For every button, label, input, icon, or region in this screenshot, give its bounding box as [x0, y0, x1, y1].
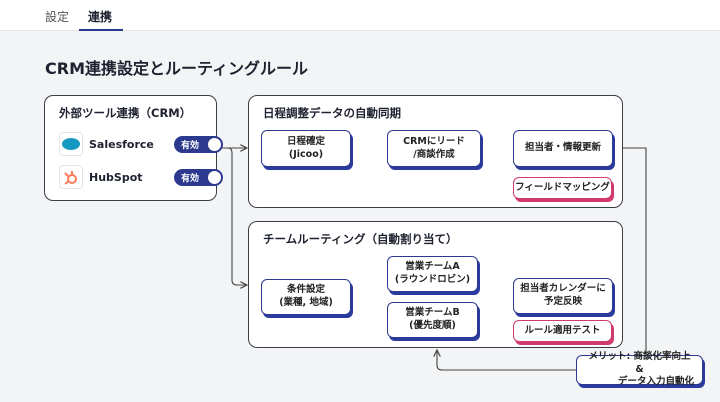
panel-title: 外部ツール連携（CRM） — [59, 106, 192, 120]
integration-salesforce: Salesforce 有効 — [59, 132, 223, 156]
salesforce-logo-icon — [59, 132, 83, 156]
integration-hubspot: HubSpot 有効 — [59, 165, 223, 189]
merit-line1: メリット: 商談化率向上 & — [588, 350, 691, 375]
node-schedule-confirmed[interactable]: 日程確定(Jicoo) — [261, 130, 351, 167]
page-title: CRM連携設定とルーティングルール — [45, 59, 309, 78]
node-sublabel: (優先度順) — [409, 320, 456, 331]
node-sublabel: (ラウンドロビン) — [394, 274, 471, 285]
panel-title: チームルーティング（自動割り当て） — [263, 232, 458, 246]
tab-settings[interactable]: 設定 — [45, 10, 70, 24]
node-label: 営業チームB — [405, 307, 460, 319]
tab-bar: 設定 連携 — [0, 0, 720, 31]
node-sublabel: 予定反映 — [543, 296, 582, 307]
node-label: 日程確定 — [286, 135, 325, 147]
toggle-label: 有効 — [181, 140, 200, 151]
node-label: 担当者・情報更新 — [524, 142, 601, 154]
node-conditions[interactable]: 条件設定(業種, 地域) — [261, 279, 351, 315]
panel-title: 日程調整データの自動同期 — [263, 106, 401, 120]
toggle-knob — [208, 170, 221, 184]
node-sublabel: (業種, 地域) — [279, 297, 333, 308]
node-label: 担当者カレンダーに — [520, 283, 606, 295]
toggle-label: 有効 — [181, 173, 200, 184]
active-tab-indicator — [79, 29, 123, 31]
hubspot-logo-icon — [59, 165, 83, 189]
tab-integration[interactable]: 連携 — [88, 10, 113, 24]
arrow-crm-to-routing — [227, 147, 247, 285]
merit-box: メリット: 商談化率向上 &データ入力自動化 — [576, 351, 703, 387]
node-label: CRMにリード — [403, 135, 465, 147]
node-owner-update[interactable]: 担当者・情報更新 — [513, 130, 613, 167]
node-crm-lead[interactable]: CRMにリード/商談作成 — [387, 130, 481, 167]
crm-integration-panel: 外部ツール連携（CRM） Salesforce 有効 HubSpot 有効 — [44, 95, 223, 201]
toggle-knob — [208, 137, 221, 151]
node-sublabel: /商談作成 — [413, 148, 455, 160]
node-label: 営業チームA — [405, 261, 460, 273]
node-team-b[interactable]: 営業チームB(優先度順) — [387, 302, 478, 338]
field-mapping-button[interactable]: フィールドマッピング — [513, 177, 612, 199]
integration-name: HubSpot — [89, 170, 143, 184]
node-sublabel: (Jicoo) — [288, 148, 324, 160]
node-calendar[interactable]: 担当者カレンダーに予定反映 — [513, 278, 613, 314]
arrow-merit-to-routing — [437, 350, 576, 371]
node-team-a[interactable]: 営業チームA(ラウンドロビン) — [387, 256, 478, 292]
node-label: 条件設定 — [286, 284, 325, 296]
merit-line2: データ入力自動化 — [617, 376, 694, 388]
line-to-merit — [613, 147, 647, 355]
salesforce-toggle[interactable]: 有効 — [174, 135, 223, 153]
integration-name: Salesforce — [89, 137, 154, 151]
rule-test-button[interactable]: ルール適用テスト — [513, 320, 612, 342]
hubspot-toggle[interactable]: 有効 — [174, 168, 223, 186]
